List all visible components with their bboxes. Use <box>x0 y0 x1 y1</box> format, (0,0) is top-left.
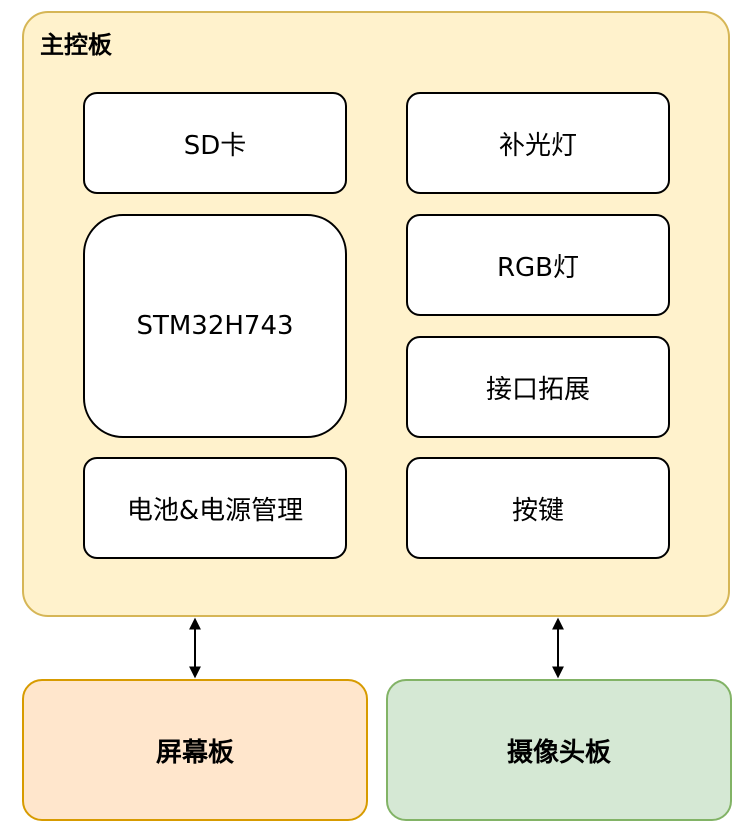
camera-board: 摄像头板 <box>386 679 732 821</box>
rgb-light-module: RGB灯 <box>406 214 670 316</box>
fill-light-module: 补光灯 <box>406 92 670 194</box>
battery-power-module: 电池&电源管理 <box>83 457 347 559</box>
screen-board: 屏幕板 <box>22 679 368 821</box>
main-board-title: 主控板 <box>40 31 112 59</box>
buttons-module: 按键 <box>406 457 670 559</box>
sd-card-module: SD卡 <box>83 92 347 194</box>
interface-extension-module: 接口拓展 <box>406 336 670 438</box>
mcu-module: STM32H743 <box>83 214 347 438</box>
